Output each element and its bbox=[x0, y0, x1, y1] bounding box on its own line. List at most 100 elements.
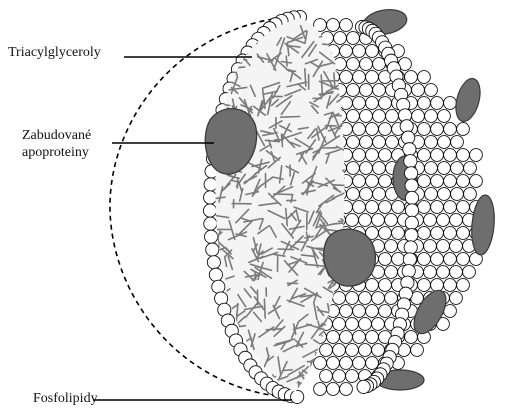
phospholipid-head bbox=[360, 188, 373, 201]
phospholipid-head bbox=[450, 214, 463, 227]
phospholipid-head bbox=[403, 253, 416, 266]
phospholipid-head bbox=[418, 97, 431, 110]
phospholipid-head bbox=[360, 162, 373, 175]
phospholipid-head bbox=[424, 266, 437, 279]
phospholipid-head bbox=[431, 253, 444, 266]
phospholipid-head bbox=[424, 240, 437, 253]
phospholipid-head bbox=[418, 253, 431, 266]
phospholipid-head bbox=[412, 110, 425, 123]
phospholipid-head bbox=[347, 32, 360, 45]
phospholipid-head bbox=[385, 292, 398, 305]
lipid-tail bbox=[223, 38, 230, 41]
phospholipid-head bbox=[372, 214, 385, 227]
phospholipid-head bbox=[340, 19, 353, 32]
phospholipid-head bbox=[405, 204, 418, 217]
phospholipid-head bbox=[402, 131, 415, 144]
phospholipid-head bbox=[404, 241, 417, 254]
phospholipid-head bbox=[379, 175, 392, 188]
phospholipid-head bbox=[444, 227, 457, 240]
phospholipid-head bbox=[359, 214, 372, 227]
phospholipid-head bbox=[464, 162, 477, 175]
phospholipid-head bbox=[372, 344, 385, 357]
phospholipid-head bbox=[450, 292, 463, 305]
phospholipid-head bbox=[379, 253, 392, 266]
phospholipid-head bbox=[405, 229, 418, 242]
phospholipid-head bbox=[340, 357, 353, 370]
phospholipid-head bbox=[405, 331, 418, 344]
phospholipid-head bbox=[340, 71, 353, 84]
phospholipid-head bbox=[444, 175, 457, 188]
phospholipid-head bbox=[340, 305, 353, 318]
phospholipid-head bbox=[463, 266, 476, 279]
phospholipid-head bbox=[373, 84, 386, 97]
lipid-tail bbox=[217, 64, 228, 76]
phospholipid-head bbox=[360, 58, 373, 71]
lipid-tail bbox=[223, 41, 238, 46]
lipid-tail bbox=[321, 75, 322, 93]
phospholipid-head bbox=[346, 318, 359, 331]
phospholipid-head bbox=[346, 344, 359, 357]
phospholipid-head bbox=[431, 227, 444, 240]
phospholipid-head bbox=[347, 188, 360, 201]
phospholipid-head bbox=[359, 292, 372, 305]
phospholipid-head bbox=[347, 84, 360, 97]
lipid-tail bbox=[281, 117, 300, 118]
phospholipid-head bbox=[360, 110, 373, 123]
phospholipid-head bbox=[314, 357, 327, 370]
lipid-tail bbox=[225, 368, 229, 379]
phospholipid-head bbox=[360, 84, 373, 97]
phospholipid-head bbox=[340, 383, 353, 396]
phospholipid-head bbox=[438, 162, 451, 175]
phospholipid-head bbox=[379, 149, 392, 162]
phospholipid-head bbox=[405, 71, 418, 84]
lipid-tail bbox=[222, 26, 226, 36]
phospholipid-head bbox=[451, 162, 464, 175]
lipid-tail bbox=[217, 54, 234, 55]
phospholipid-head bbox=[353, 357, 366, 370]
phospholipid-head bbox=[346, 214, 359, 227]
phospholipid-head bbox=[359, 344, 372, 357]
phospholipid-head bbox=[320, 344, 333, 357]
lipid-tail bbox=[208, 330, 220, 335]
phospholipid-head bbox=[379, 201, 392, 214]
phospholipid-head bbox=[418, 149, 431, 162]
surface-protein bbox=[452, 76, 485, 124]
phospholipid-head bbox=[386, 110, 399, 123]
phospholipid-head bbox=[291, 390, 304, 403]
phospholipid-head bbox=[392, 227, 405, 240]
phospholipid-head bbox=[353, 123, 366, 136]
phospholipid-head bbox=[204, 217, 217, 230]
lipid-tail bbox=[282, 135, 283, 147]
phospholipid-head bbox=[379, 97, 392, 110]
phospholipid-head bbox=[392, 201, 405, 214]
phospholipid-head bbox=[403, 143, 416, 156]
phospholipid-head bbox=[379, 305, 392, 318]
phospholipid-head bbox=[373, 162, 386, 175]
phospholipid-head bbox=[424, 214, 437, 227]
lipid-tail bbox=[237, 179, 238, 189]
phospholipid-head bbox=[404, 155, 417, 168]
phospholipid-head bbox=[314, 383, 327, 396]
phospholipid-head bbox=[333, 370, 346, 383]
phospholipid-head bbox=[366, 149, 379, 162]
phospholipid-head bbox=[366, 279, 379, 292]
phospholipid-head bbox=[340, 331, 353, 344]
lipid-tail bbox=[215, 73, 218, 81]
phospholipid-head bbox=[372, 318, 385, 331]
phospholipid-head bbox=[207, 256, 220, 269]
lipid-tail bbox=[264, 299, 265, 318]
phospholipid-head bbox=[353, 149, 366, 162]
phospholipid-head bbox=[425, 110, 438, 123]
phospholipid-head bbox=[327, 19, 340, 32]
phospholipid-head bbox=[457, 279, 470, 292]
phospholipid-head bbox=[451, 188, 464, 201]
phospholipid-head bbox=[418, 71, 431, 84]
phospholipid-head bbox=[425, 84, 438, 97]
lipid-tail bbox=[305, 69, 306, 86]
phospholipid-head bbox=[327, 331, 340, 344]
phospholipid-head bbox=[457, 123, 470, 136]
lipid-tail bbox=[274, 194, 293, 195]
phospholipid-head bbox=[347, 58, 360, 71]
lipid-tail bbox=[208, 88, 220, 100]
